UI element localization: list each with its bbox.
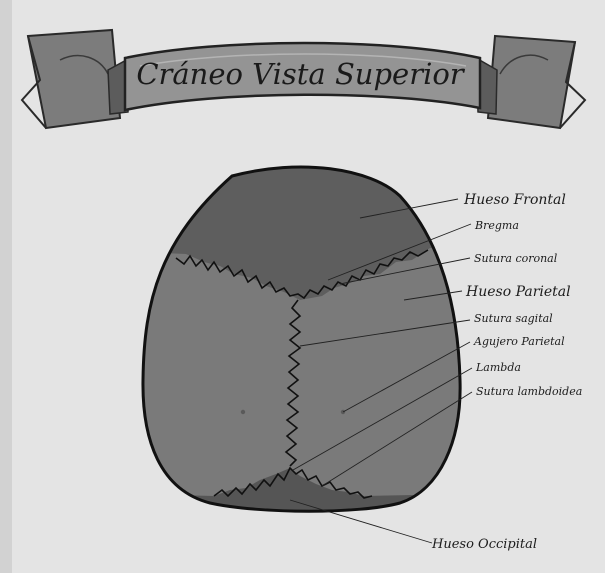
label-hueso-occipital: Hueso Occipital	[431, 537, 537, 552]
sagittal-suture	[284, 299, 302, 467]
lambdoid-suture	[213, 466, 373, 499]
leader-hueso-parietal	[403, 290, 463, 301]
banner-band	[123, 41, 482, 112]
skull-outline	[141, 165, 462, 513]
leader-agujero-parietal	[342, 341, 471, 413]
label-sutura-lambdoidea: Sutura lambdoidea	[476, 385, 582, 398]
leader-lines	[289, 198, 473, 544]
leader-lambda	[292, 367, 473, 471]
label-bregma: Bregma	[474, 219, 519, 232]
leader-hueso-occipital	[289, 499, 433, 544]
leader-hueso-frontal	[359, 198, 459, 219]
coronal-suture	[175, 249, 429, 300]
parietal-foramen-left	[240, 409, 246, 415]
banner-right-tail	[486, 34, 577, 130]
label-sutura-sagital: Sutura sagital	[474, 312, 553, 325]
skull	[141, 165, 462, 513]
label-list: Hueso Frontal Bregma Sutura coronal Hues…	[431, 192, 582, 552]
banner-left-tail	[26, 28, 122, 130]
label-lambda: Lambda	[475, 361, 521, 374]
leader-sutura-coronal	[339, 257, 471, 285]
leader-bregma	[327, 223, 472, 281]
label-sutura-coronal: Sutura coronal	[474, 252, 558, 265]
leader-sutura-lambdoidea	[321, 391, 473, 487]
title-banner: Cráneo Vista Superior	[20, 28, 587, 130]
leader-sutura-sagital	[299, 319, 471, 347]
left-edge-shadow	[0, 0, 12, 573]
label-hueso-parietal: Hueso Parietal	[465, 284, 571, 300]
page-title: Cráneo Vista Superior	[136, 57, 465, 91]
label-hueso-frontal: Hueso Frontal	[463, 192, 566, 208]
label-agujero-parietal: Agujero Parietal	[473, 335, 565, 348]
